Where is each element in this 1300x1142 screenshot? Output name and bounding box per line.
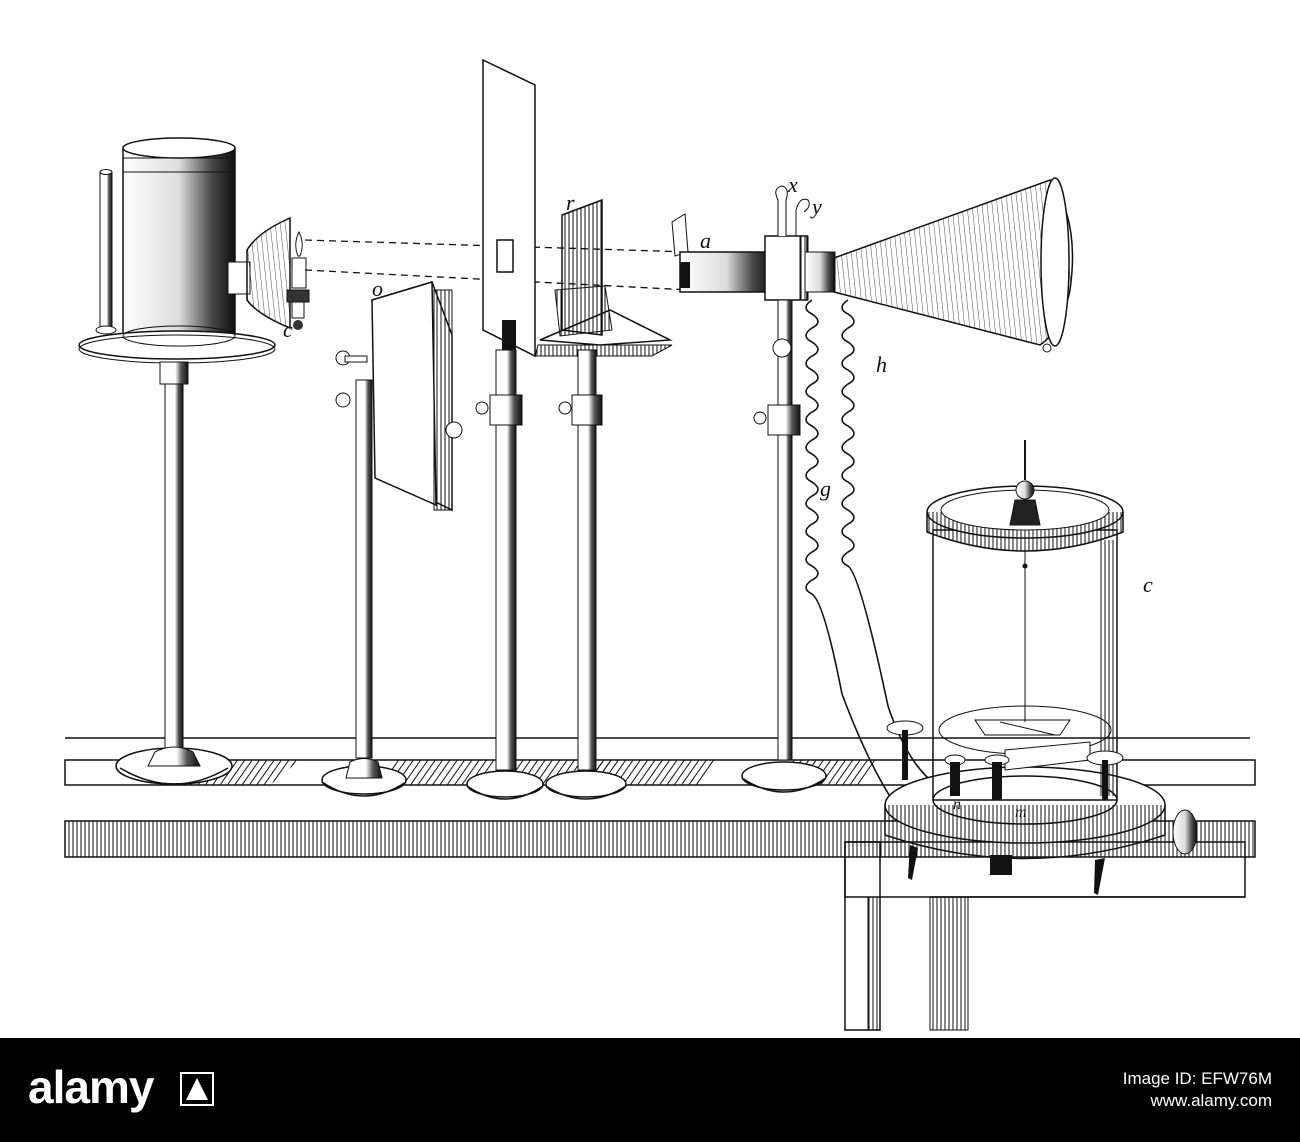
label-y: y (810, 194, 822, 219)
screen-o (321, 280, 463, 797)
label-r: r (566, 190, 575, 215)
label-c-jar: c (1143, 572, 1153, 597)
galvanometer (884, 440, 1198, 895)
label-a: a (700, 228, 711, 253)
site-url-text: www.alamy.com (1150, 1091, 1272, 1110)
lamp-housing (78, 137, 310, 785)
label-g: g (820, 476, 831, 501)
image-id-text: Image ID: EFW76M (1122, 1069, 1272, 1088)
stock-info: Image ID: EFW76M www.alamy.com (1123, 1068, 1272, 1112)
label-n: n (953, 796, 961, 813)
coiled-wires (805, 299, 939, 815)
label-o: o (372, 276, 383, 301)
label-m: m (1015, 804, 1027, 821)
watermark-footer: alamy Image ID: EFW76M www.alamy.com (0, 1038, 1300, 1142)
alamy-mark-icon (180, 1072, 214, 1106)
thermopile (671, 177, 1074, 793)
label-x: x (787, 172, 798, 197)
label-c-lamp: c (283, 317, 293, 342)
alamy-logo: alamy (28, 1061, 228, 1114)
aperture-screen (466, 58, 544, 800)
cell-r (534, 198, 673, 800)
figure-labels: c o r a x y h g c n m (283, 172, 1153, 821)
label-h: h (876, 352, 887, 377)
brand-wordmark: alamy (28, 1061, 154, 1113)
